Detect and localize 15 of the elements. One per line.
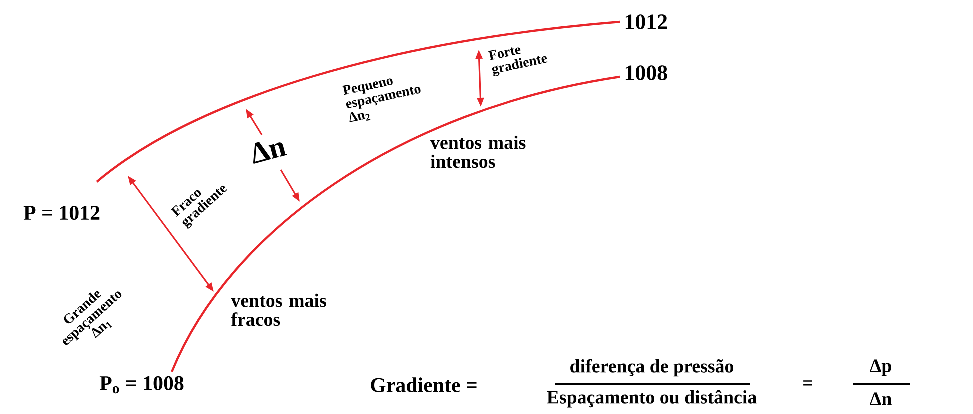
pressure-label: 1008 xyxy=(626,66,668,80)
formula-text: = xyxy=(804,380,812,386)
annotation-text: ventos mais intensos xyxy=(430,136,526,168)
formula-text: Espaçamento ou distância xyxy=(547,390,757,408)
formula-text: Gradiente = xyxy=(371,378,477,392)
delta-symbol: Δn xyxy=(254,142,288,164)
formula-text: Δp xyxy=(870,360,892,376)
pressure-label: P$_{o}$ = 1008 xyxy=(100,376,184,394)
pressure-label: P = 1012 xyxy=(24,206,100,220)
annotation-text: Pequeno espaçamento Δn$_{2}$ xyxy=(342,78,421,122)
annotation-text: ventos mais fracos xyxy=(231,294,326,326)
annotation-text: Forte gradiente xyxy=(488,48,548,77)
pressure-label: 1012 xyxy=(626,14,668,30)
formula-text: Δn xyxy=(870,392,892,406)
formula-text: diferença de pressão xyxy=(570,359,734,377)
